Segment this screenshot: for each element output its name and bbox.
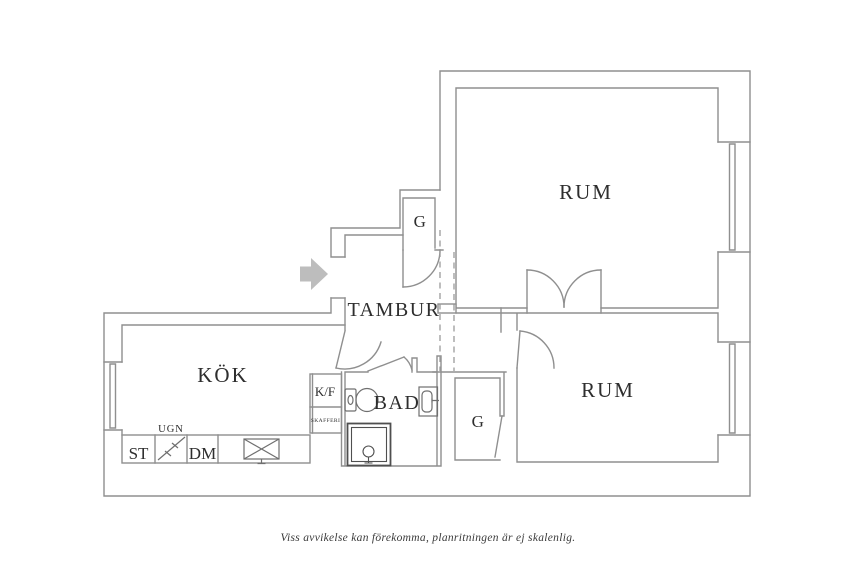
outer-wall-main <box>103 70 751 497</box>
room-bottom-door-arc <box>519 330 555 369</box>
kok-counter-dividers <box>154 434 219 464</box>
fixture-label-kf: K/F <box>315 384 335 399</box>
fixtures <box>157 386 439 467</box>
kok-walls <box>121 324 346 436</box>
room-label-bad: BAD <box>374 392 421 414</box>
bad-door-arc <box>403 356 413 371</box>
window-kok <box>103 361 123 431</box>
fixture-label-st: ST <box>129 444 149 463</box>
fixture-label-dm: DM <box>189 444 216 463</box>
closet-label-top: G <box>414 212 427 231</box>
bathroom-sink-icon <box>418 386 439 417</box>
closet-top-door-arc <box>402 249 441 288</box>
kitchen-sink-icon <box>243 438 280 465</box>
fixture-label-skafferi: SKAFFERI <box>311 418 341 424</box>
room-bottom-walls <box>500 307 719 463</box>
closet-bottom-door-leaf <box>494 415 503 458</box>
pantry-divider <box>309 373 343 434</box>
outer-wall-top-left <box>330 189 441 258</box>
double-door-arc-right <box>563 269 602 308</box>
stove-icon <box>157 436 186 461</box>
walls <box>103 70 751 497</box>
closet-bottom-walls <box>432 371 507 461</box>
window-room-bottom <box>717 341 751 436</box>
toilet-icon <box>344 387 379 413</box>
hall-wall-stub <box>437 303 457 314</box>
closet-label-bottom: G <box>472 412 485 431</box>
closet-top-walls <box>402 197 444 251</box>
shower-icon <box>346 422 392 467</box>
dashed-openings <box>439 230 455 371</box>
double-door-arc-left <box>526 269 565 308</box>
entrance-arrow-icon <box>300 258 328 290</box>
fixture-label-ugn: UGN <box>158 424 184 435</box>
room-label-rum-bottom: RUM <box>581 378 635 402</box>
room-top-walls <box>455 87 719 309</box>
fridge-freezer-box <box>309 373 343 434</box>
room-label-tambur: TAMBUR <box>348 299 441 321</box>
kok-door-arc <box>335 341 382 370</box>
room-label-kok: KÖK <box>197 363 249 387</box>
bad-door-leaf <box>367 356 405 372</box>
double-door-leaves <box>526 269 602 314</box>
window-room-top <box>717 141 751 253</box>
room-label-rum-top: RUM <box>559 180 613 204</box>
disclaimer-caption: Viss avvikelse kan förekomma, planritnin… <box>281 532 576 544</box>
room-bottom-door-leaf <box>516 330 521 369</box>
kok-door-leaf <box>335 330 346 369</box>
labels: RUM RUM TAMBUR KÖK BAD G G K/F SKAFFERI … <box>129 180 635 463</box>
